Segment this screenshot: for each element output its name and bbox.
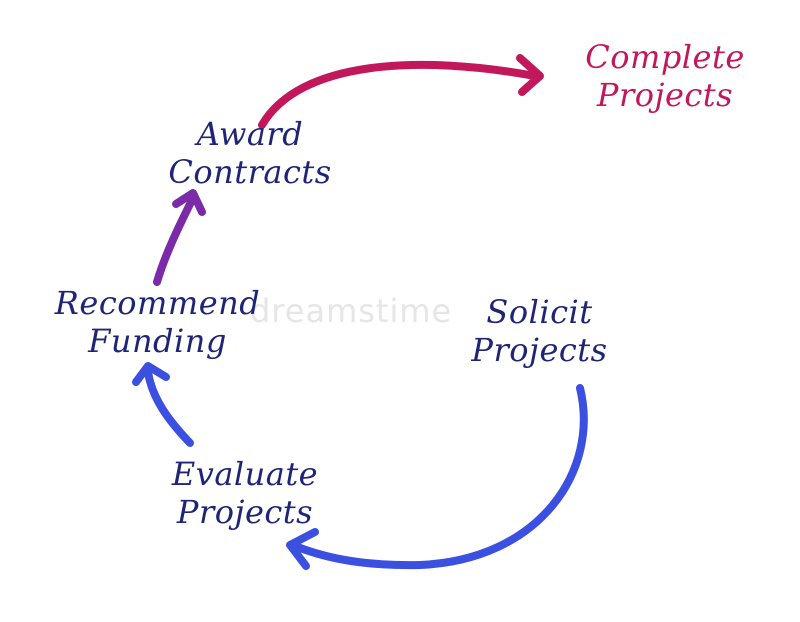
arrow-recommend-to-award [153, 194, 197, 286]
arrowhead-evaluate [286, 528, 319, 570]
arrowhead-award [172, 189, 206, 216]
node-solicit-line2: Projects [471, 331, 608, 369]
node-evaluate-line2: Projects [176, 493, 314, 531]
node-evaluate-line1: Evaluate [171, 455, 319, 493]
node-complete-line1: Complete [585, 38, 745, 76]
node-complete-projects: Complete Projects [555, 38, 775, 114]
node-recommend-line2: Funding [88, 322, 227, 360]
node-award-line1: Award [196, 115, 304, 153]
arrowhead-recommend [132, 362, 170, 386]
node-solicit-projects: Solicit Projects [452, 293, 627, 369]
node-solicit-line1: Solicit [486, 293, 593, 331]
arrow-solicit-to-evaluate [291, 384, 588, 570]
node-complete-line2: Projects [596, 76, 734, 114]
node-recommend-funding: Recommend Funding [35, 284, 280, 360]
arrow-evaluate-to-recommend [144, 368, 194, 447]
node-award-line2: Contracts [168, 153, 332, 191]
node-recommend-line1: Recommend [54, 284, 261, 322]
node-award-contracts: Award Contracts [150, 115, 350, 191]
arrowhead-complete [516, 54, 544, 96]
watermark-text: dreamstime [250, 292, 453, 330]
arrow-award-to-complete [258, 60, 539, 129]
node-evaluate-projects: Evaluate Projects [150, 455, 340, 531]
